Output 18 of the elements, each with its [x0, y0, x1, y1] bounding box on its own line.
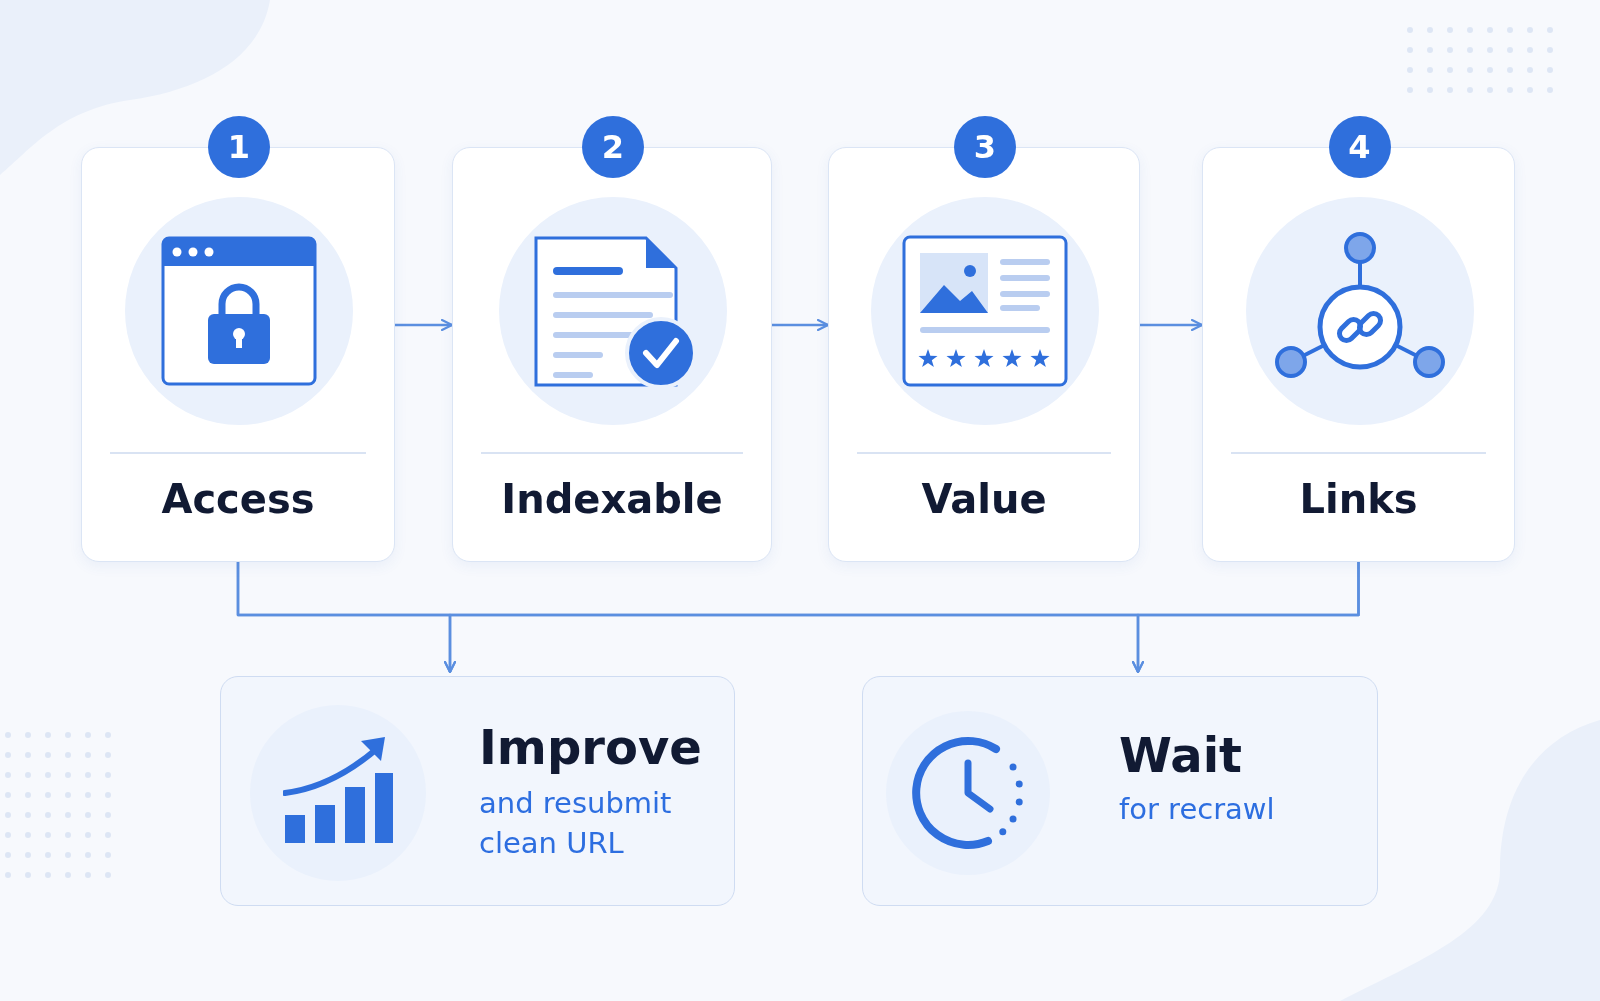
step-title: Access: [160, 476, 316, 522]
step-number-badge: 4: [1328, 116, 1391, 178]
arrow: [1131, 562, 1360, 674]
arrow: [395, 318, 454, 332]
outcome-title: Improve: [479, 719, 702, 775]
step-number-badge: 2: [582, 116, 644, 178]
outcome-subtitle: for recrawl: [1119, 791, 1276, 828]
step-title: Value: [920, 476, 1048, 522]
outcome-title: Wait: [1119, 727, 1243, 783]
arrow: [772, 318, 830, 332]
outcome-card: [220, 676, 735, 906]
outcome-subtitle: and resubmit clean URL: [479, 785, 673, 862]
step-number-badge: 3: [954, 116, 1016, 178]
outcome-card: [862, 676, 1378, 906]
arrow: [1140, 318, 1204, 332]
step-title: Links: [1298, 476, 1419, 522]
step-number-badge: 1: [208, 116, 270, 178]
step-title: Indexable: [500, 476, 724, 522]
